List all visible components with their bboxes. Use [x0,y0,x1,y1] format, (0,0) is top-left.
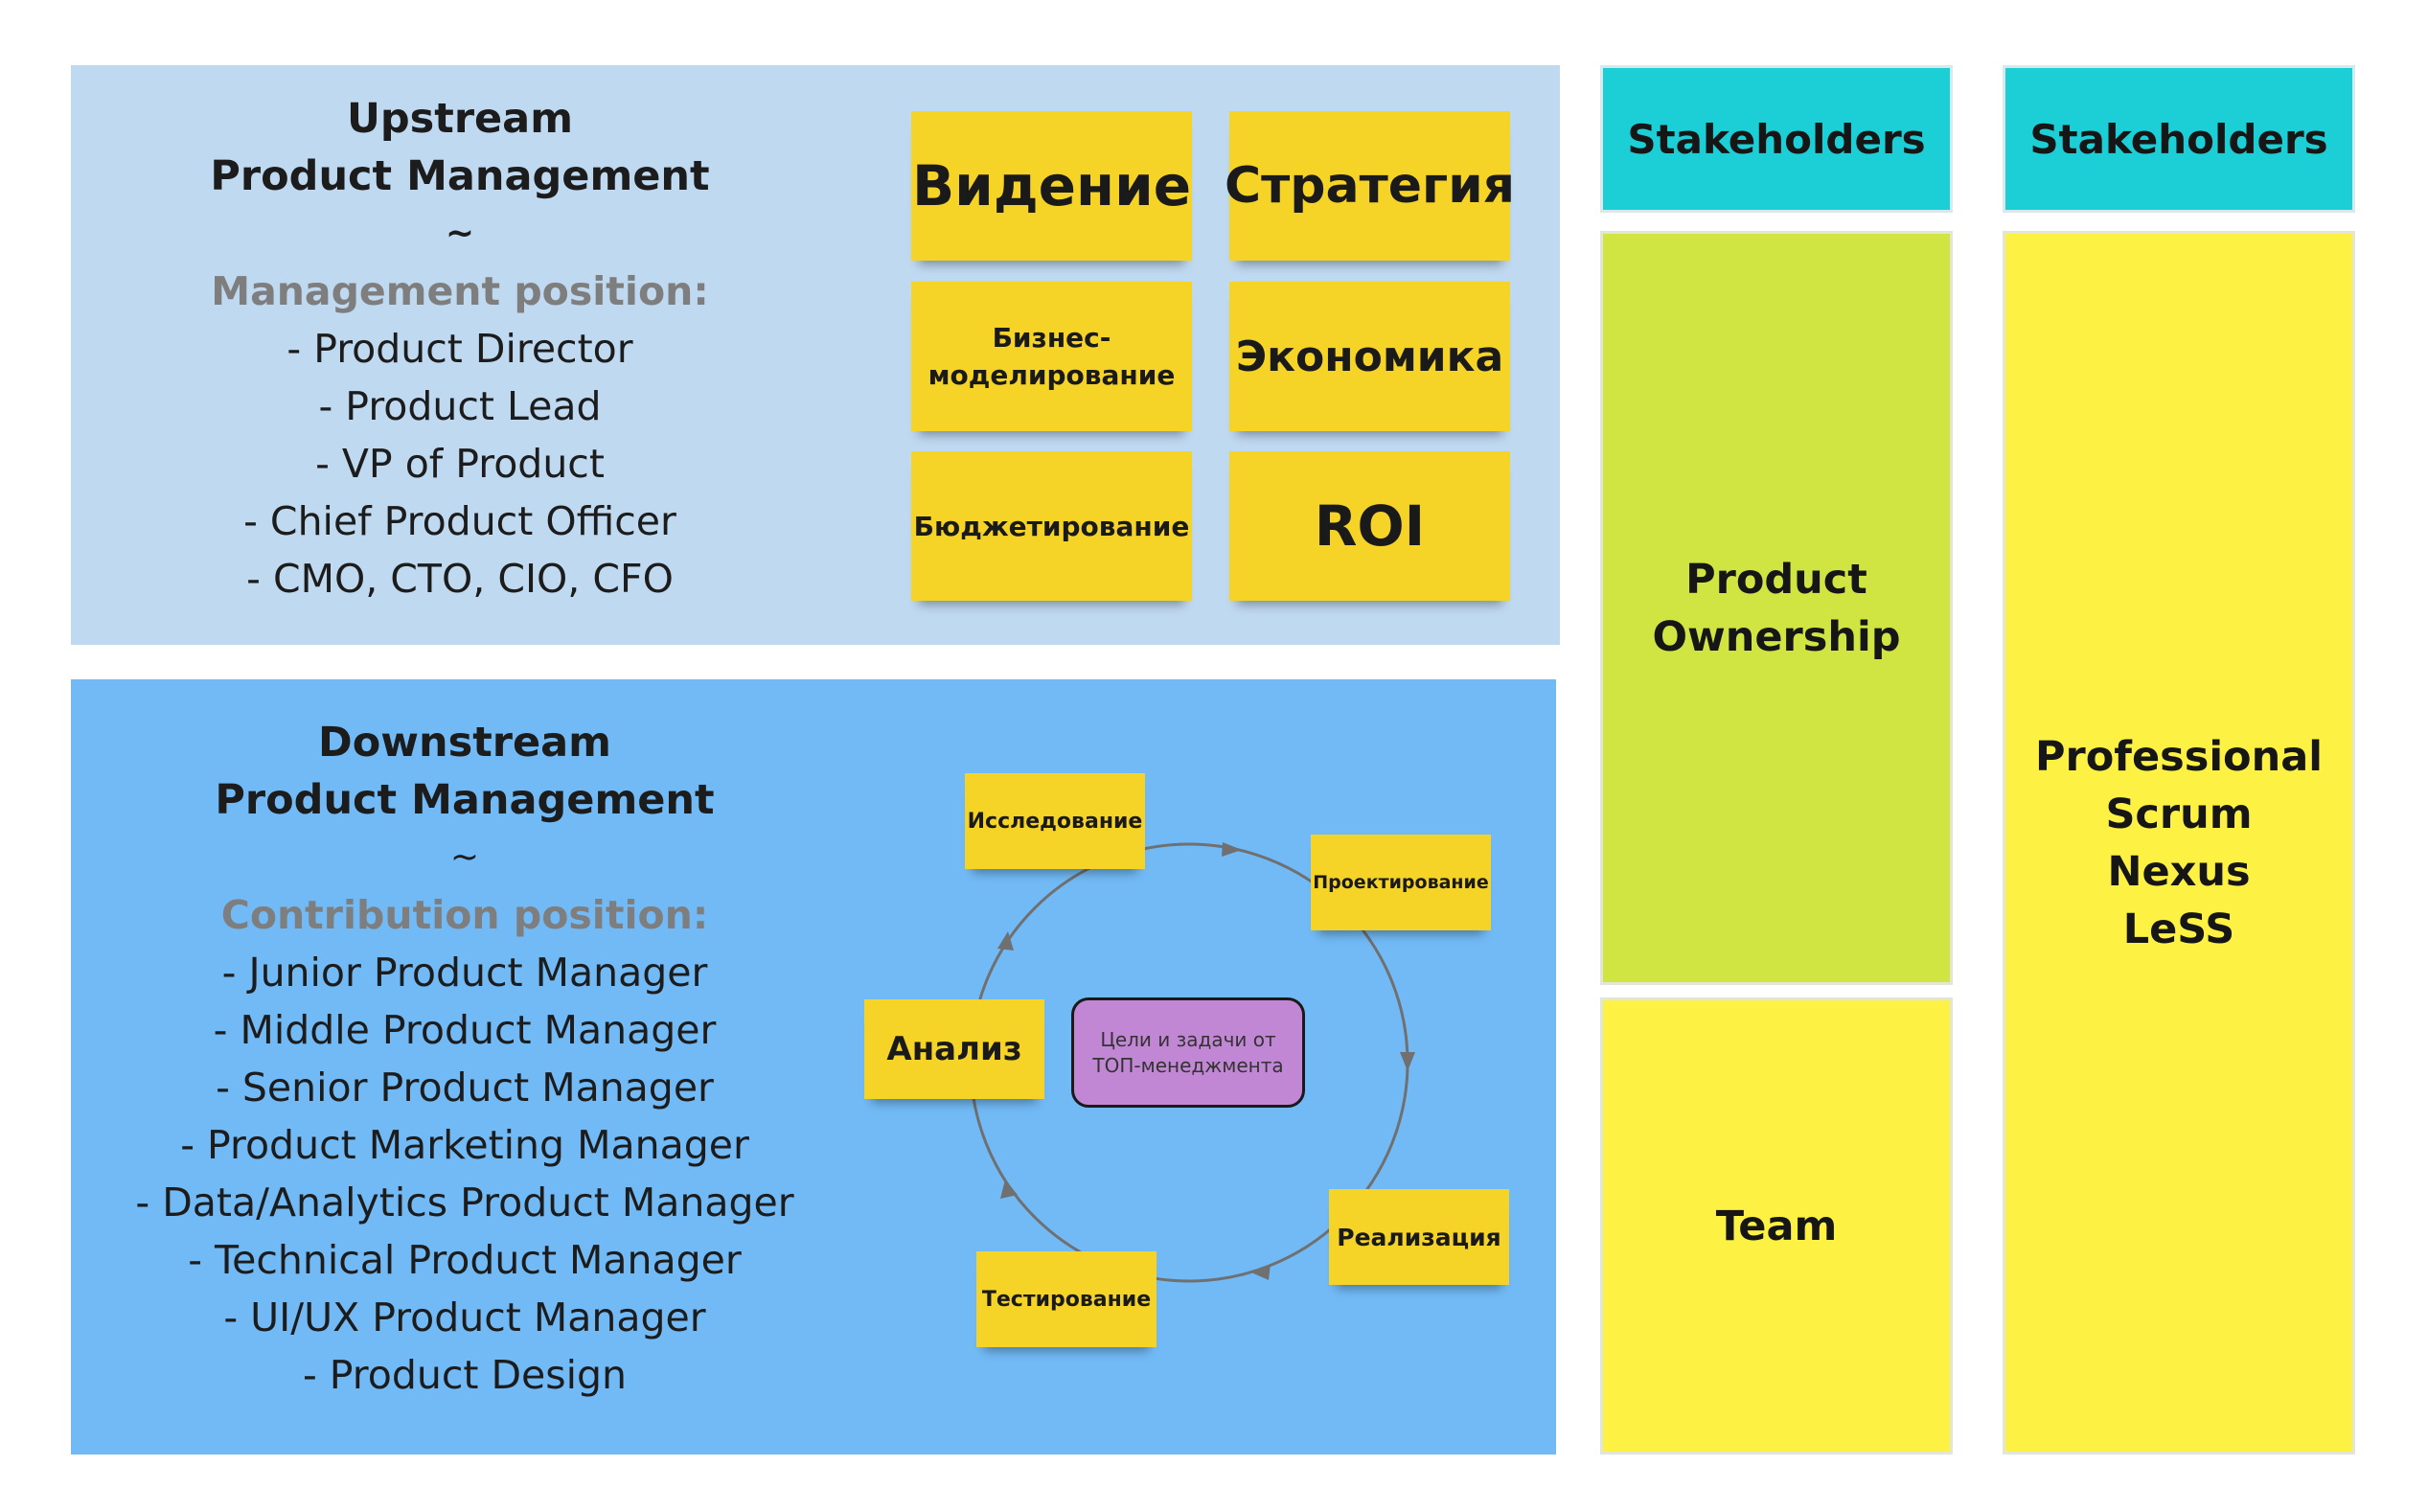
team-block: Team [1600,997,1953,1455]
upstream-item: - Chief Product Officer [243,498,676,544]
cycle-analysis: Анализ [864,999,1044,1099]
stakeholders-header-1: Stakeholders [1600,65,1953,213]
cycle-implementation: Реализация [1329,1189,1509,1285]
goals-box-line1: Цели и задачи от [1100,1027,1276,1051]
team-label: Team [1715,1202,1838,1250]
downstream-item: - Senior Product Manager [216,1065,714,1111]
goals-box: Цели и задачи от ТОП-менеджмента [1071,997,1305,1108]
downstream-item: - UI/UX Product Manager [223,1294,706,1340]
goals-box-line2: ТОП-менеджмента [1092,1053,1284,1077]
upstream-position: Management position: [211,268,709,314]
downstream-item: - Junior Product Manager [221,950,708,996]
upstream-tilde: ~ [445,214,475,253]
stakeholders-header-2: Stakeholders [2003,65,2355,213]
sticky-economics: Экономика [1229,282,1510,431]
framework-professional: Professional [2035,732,2323,781]
framework-scrum: Scrum [2105,790,2253,838]
cycle-design: Проектирование [1311,835,1491,930]
downstream-item: - Data/Analytics Product Manager [135,1180,794,1226]
downstream-item: - Product Design [302,1352,628,1398]
frameworks-block: Professional Scrum Nexus LeSS [2003,231,2355,1455]
sticky-roi: ROI [1229,451,1510,601]
framework-nexus: Nexus [2107,847,2251,896]
product-ownership-block: Product Ownership [1600,231,1953,985]
downstream-text: Downstream Product Management ~ Contribu… [115,714,814,1404]
upstream-title: Upstream [346,95,574,143]
sticky-vision: Видение [911,111,1192,261]
upstream-item: - CMO, CTO, CIO, CFO [246,556,674,602]
downstream-tilde: ~ [449,837,480,877]
cycle-arrow-icon [997,931,1014,951]
product-ownership-line2: Ownership [1652,612,1901,661]
sticky-budgeting: Бюджетирование [911,451,1192,601]
cycle-testing: Тестирование [976,1251,1157,1347]
product-ownership-line1: Product [1685,555,1867,604]
downstream-item: - Middle Product Manager [213,1007,717,1053]
cycle-arrow-icon [1222,842,1242,857]
sticky-business-modeling-line1: Бизнес- [992,322,1111,354]
upstream-item: - VP of Product [315,441,605,487]
downstream-panel [71,679,1556,1455]
downstream-item: - Product Marketing Manager [180,1122,749,1168]
cycle-arrow-icon [1251,1264,1271,1280]
sticky-strategy: Стратегия [1225,111,1515,261]
downstream-title: Downstream [318,719,611,767]
sticky-business-modeling-line2: моделирование [928,359,1176,391]
downstream-subtitle: Product Management [215,776,715,824]
upstream-subtitle: Product Management [210,152,710,200]
cycle-arrow-icon [1400,1052,1415,1071]
upstream-item: - Product Lead [318,383,602,429]
upstream-text: Upstream Product Management ~ Management… [144,90,776,607]
cycle-arrow-icon [1000,1180,1018,1199]
framework-less: LeSS [2122,905,2235,953]
downstream-position: Contribution position: [220,892,709,938]
cycle-research: Исследование [965,773,1145,869]
downstream-item: - Technical Product Manager [188,1237,742,1283]
sticky-business-modeling: Бизнес- моделирование [911,282,1192,431]
upstream-item: - Product Director [286,326,633,372]
